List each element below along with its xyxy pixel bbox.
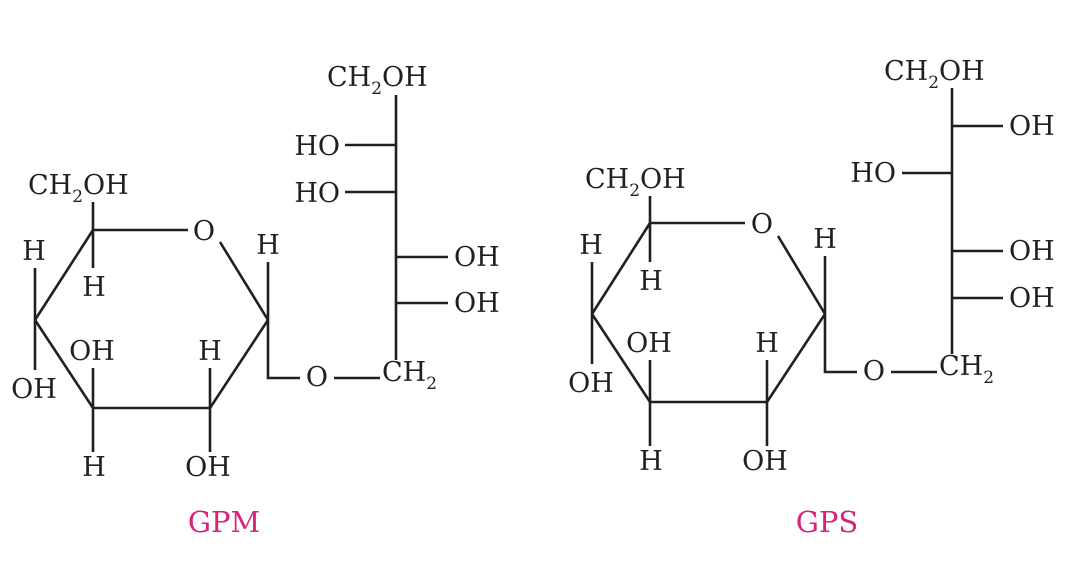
c4-oh-label: OH (11, 374, 57, 405)
bond-c1-c2 (765, 313, 827, 403)
chain-c3-ho-label: HO (294, 178, 340, 209)
c2-h-label: H (198, 336, 222, 367)
bond-c4-c5 (33, 229, 95, 321)
glucose-ring-bonds (33, 202, 300, 452)
glucose-ring-bonds (590, 196, 857, 446)
bond-ring-o-c1 (218, 241, 270, 321)
c2-oh-label: OH (185, 452, 231, 483)
glycosidic-linkage (334, 95, 398, 380)
c5-h-label: H (82, 272, 106, 303)
c3-oh-label: OH (69, 336, 115, 367)
chain-top-ch2oh-label: CH2OH (327, 62, 428, 99)
chain-ch2-label: CH2 (382, 357, 437, 394)
ring-ch2oh-label: CH2OH (585, 164, 686, 201)
chain-c4-oh-label: OH (1009, 236, 1055, 267)
c4-h-label: H (579, 230, 603, 261)
bond-ring-o-c1 (776, 235, 827, 315)
bond-c3-c4 (33, 319, 95, 409)
c1-h-label: H (813, 224, 837, 255)
c5-h-label: H (639, 266, 663, 297)
molecule-gps: CH2OH O H H H OH H OH H OH O CH2 CH2OH O… (568, 56, 1055, 539)
ring-o-label: O (751, 209, 773, 240)
chain-top-ch2oh-label: CH2OH (884, 56, 985, 93)
c4-h-label: H (22, 236, 46, 267)
chain-c4-oh-label: OH (454, 242, 500, 273)
c3-h-label: H (639, 446, 663, 477)
chain-c2-oh-label: OH (1009, 111, 1055, 142)
chain-c5-oh-label: OH (454, 288, 500, 319)
c2-oh-label: OH (742, 446, 788, 477)
molecule-caption-gps: GPS (796, 505, 859, 539)
glycosidic-o-label: O (863, 356, 885, 387)
c4-oh-label: OH (568, 368, 614, 399)
bond-c1-glycosidic-o (823, 314, 857, 374)
c3-oh-label: OH (626, 328, 672, 359)
bond-c3-c4 (590, 313, 652, 403)
chain-ch2-label: CH2 (939, 351, 994, 388)
chain-bonds (345, 143, 448, 305)
bond-c4-c5 (590, 222, 652, 315)
ring-o-label: O (193, 216, 215, 247)
c2-h-label: H (755, 328, 779, 359)
glycosidic-o-label: O (306, 362, 328, 393)
molecule-caption-gpm: GPM (188, 505, 260, 539)
chain-c2-ho-label: HO (294, 131, 340, 162)
c1-h-label: H (256, 230, 280, 261)
ring-ch2oh-label: CH2OH (28, 170, 129, 207)
chain-c5-oh-label: OH (1009, 283, 1055, 314)
chain-c3-ho-label: HO (850, 158, 896, 189)
atom-labels: CH2OH O H H H OH H OH H OH O CH2 CH2OH O… (568, 56, 1055, 477)
bond-c1-c2 (208, 319, 270, 409)
bond-c1-glycosidic-o (266, 320, 300, 380)
atom-labels: CH2OH O H H H OH H OH H OH O CH2 CH2OH H… (11, 62, 500, 483)
glycosidic-linkage (891, 88, 954, 374)
molecule-gpm: CH2OH O H H H OH H OH H OH O CH2 CH2OH H… (11, 62, 500, 539)
c3-h-label: H (82, 452, 106, 483)
chain-bonds (902, 124, 1003, 300)
